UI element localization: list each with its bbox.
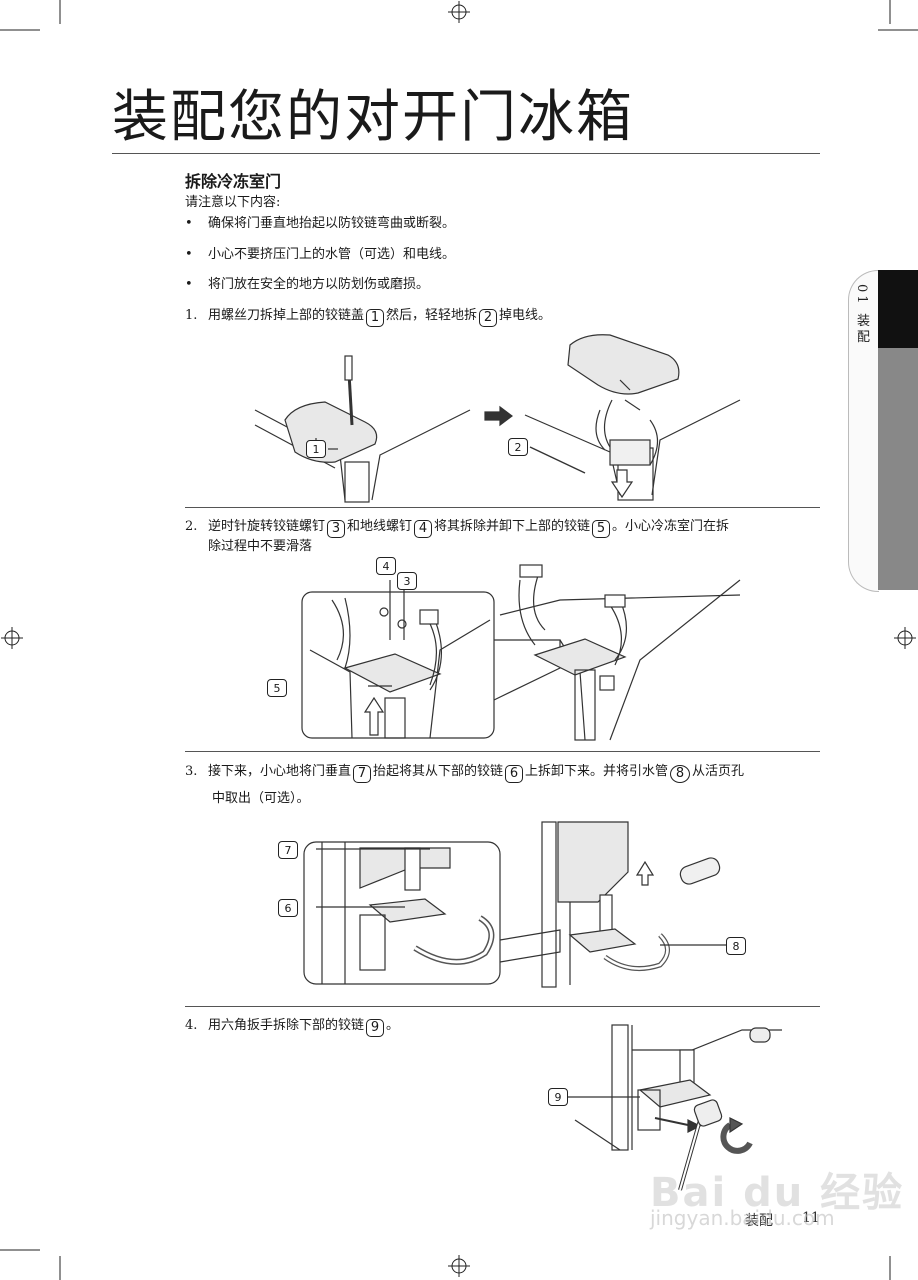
footer-label: 装配 [745, 1213, 773, 1229]
callout-4: 4 [376, 557, 396, 575]
intro-text: 请注意以下内容: [185, 195, 281, 210]
callout-8: 8 [726, 937, 746, 955]
step-divider [185, 1006, 820, 1007]
bullet-text: 小心不要挤压门上的水管（可选）和电线。 [208, 247, 456, 262]
callout-7: 7 [278, 841, 298, 859]
bullet-item: • [185, 247, 193, 262]
step-text-part: 和地线螺钉 [347, 519, 413, 534]
title-rule [112, 153, 820, 154]
step-text-part: 将其拆除并卸下上部的铰链 [434, 519, 591, 534]
step-divider [185, 751, 820, 752]
step-text-part: 从活页孔 [692, 764, 745, 779]
step-number: 3. [185, 764, 198, 779]
callout-2: 2 [508, 438, 528, 456]
step-text-part: 上拆卸下来。并将引水管 [525, 764, 669, 779]
step-text-part: 抬起将其从下部的铰链 [373, 764, 504, 779]
side-tab-label: 01 装配 [854, 284, 869, 346]
callout-ref: 6 [505, 765, 524, 783]
bullet-text: 确保将门垂直地抬起以防铰链弯曲或断裂。 [208, 216, 456, 231]
side-tab-outline [848, 270, 879, 592]
callout-ref: 8 [670, 765, 691, 783]
step-text-part: 。 [386, 1018, 400, 1033]
side-tab-black [878, 270, 918, 348]
callout-ref: 1 [366, 309, 385, 327]
step-text-part: 然后，轻轻地拆 [386, 308, 478, 323]
callout-6: 6 [278, 899, 298, 917]
step-text-part: 用六角扳手拆除下部的铰链 [208, 1018, 365, 1033]
bullet-text: 将门放在安全的地方以防划伤或磨损。 [208, 277, 430, 292]
step-number: 1. [185, 308, 198, 323]
side-tab-grey [878, 348, 918, 590]
page-title: 装配您的对开门冰箱 [112, 85, 634, 150]
step-text-part: 掉电线。 [499, 308, 552, 323]
step-number: 4. [185, 1018, 198, 1033]
bullet-item: • [185, 277, 193, 292]
callout-ref: 7 [353, 765, 372, 783]
watermark-logo: Bai du 经验 [650, 1170, 905, 1216]
step-2-text-line2: 除过程中不要滑落 [208, 539, 313, 554]
callout-ref: 9 [366, 1019, 385, 1037]
callout-ref: 2 [479, 309, 498, 327]
step-text-part: 。小心冷冻室门在拆 [612, 519, 730, 534]
callout-5: 5 [267, 679, 287, 697]
callout-ref: 5 [592, 520, 611, 538]
callout-3: 3 [397, 572, 417, 590]
watermark-url: jingyan.baidu.com [650, 1206, 835, 1230]
callout-ref: 4 [414, 520, 433, 538]
step-number: 2. [185, 519, 198, 534]
callout-1: 1 [306, 440, 326, 458]
section-heading: 拆除冷冻室门 [185, 172, 282, 191]
callout-9: 9 [548, 1088, 568, 1106]
step-text-part: 接下来，小心地将门垂直 [208, 764, 352, 779]
step-divider [185, 507, 820, 508]
bullet-item: • [185, 216, 193, 231]
callout-ref: 3 [327, 520, 346, 538]
step-3-text-line2: 中取出（可选）。 [212, 791, 310, 806]
step-text-part: 逆时针旋转铰链螺钉 [208, 519, 326, 534]
step-text-part: 用螺丝刀拆掉上部的铰链盖 [208, 308, 365, 323]
page-number: 11 [802, 1210, 820, 1226]
